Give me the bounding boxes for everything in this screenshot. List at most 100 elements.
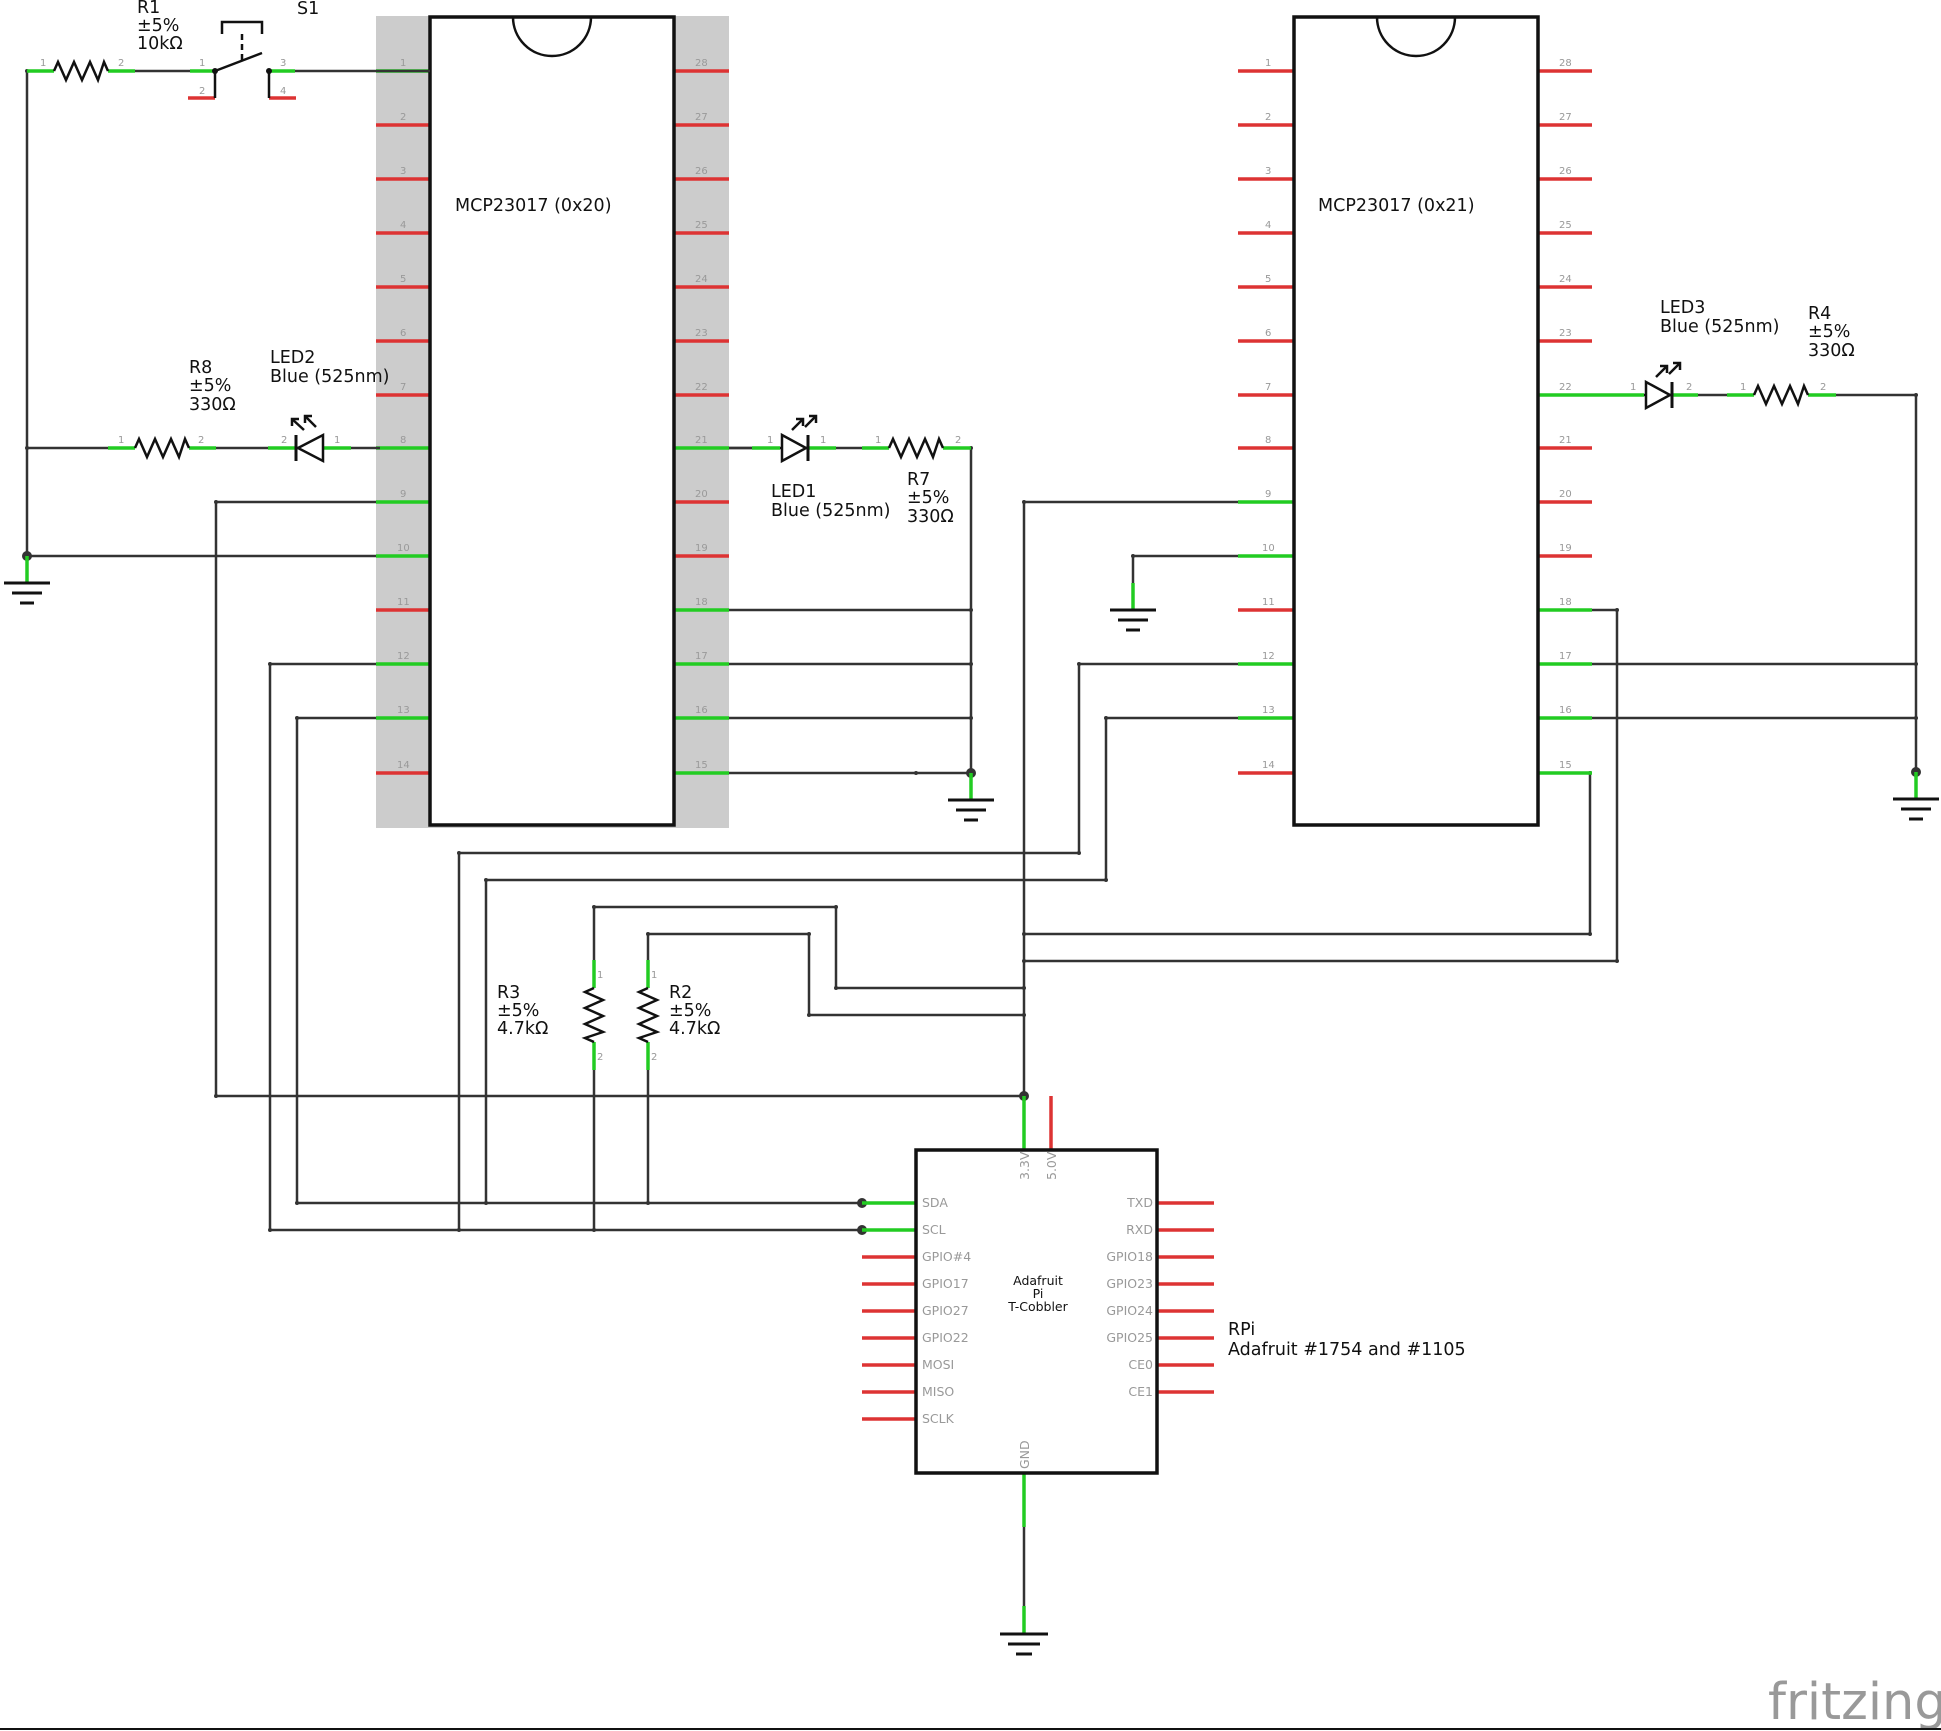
r3-name: R3 [497,983,520,1003]
svg-text:14: 14 [397,760,410,771]
r4-value: 330Ω [1808,341,1855,361]
r7-tolerance: ±5% [907,488,949,508]
led2[interactable]: 2 1 LED2 Blue (525nm) [268,348,389,464]
r2-value: 4.7kΩ [669,1019,720,1039]
svg-text:SCLK: SCLK [922,1411,955,1426]
r8-name: R8 [189,358,212,378]
svg-text:GPIO24: GPIO24 [1106,1303,1153,1318]
led1-name: LED1 [771,482,816,502]
svg-text:24: 24 [1559,274,1572,285]
svg-text:11: 11 [1262,597,1275,608]
svg-text:28: 28 [1559,58,1572,69]
svg-text:6: 6 [400,328,406,339]
svg-text:4: 4 [400,220,406,231]
svg-text:2: 2 [1820,382,1826,393]
ground-icon-left [4,556,50,605]
svg-text:3: 3 [1265,166,1271,177]
svg-text:2: 2 [597,1052,603,1063]
svg-text:21: 21 [1559,435,1572,446]
svg-text:1: 1 [199,58,205,69]
svg-text:GPIO22: GPIO22 [922,1330,969,1345]
svg-text:1: 1 [820,435,826,446]
resistor-r2[interactable]: 1 2 R2 ±5% 4.7kΩ [635,960,720,1070]
svg-text:3: 3 [400,166,406,177]
resistor-r4-zigzag-icon [1752,382,1810,408]
svg-text:9: 9 [1265,489,1271,500]
svg-text:7: 7 [1265,382,1271,393]
svg-text:26: 26 [1559,166,1572,177]
resistor-r3-zigzag-icon [581,986,607,1044]
cobbler-pin-label-gnd: GND [1017,1440,1032,1469]
led1-color: Blue (525nm) [771,501,890,521]
svg-text:21: 21 [695,435,708,446]
rpi-part-numbers: Adafruit #1754 and #1105 [1228,1340,1466,1360]
r4-name: R4 [1808,304,1831,324]
svg-text:1: 1 [1630,382,1636,393]
resistor-r3[interactable]: 1 2 R3 ±5% 4.7kΩ [497,960,607,1070]
switch-lever-icon [214,51,263,73]
led1[interactable]: 1 1 LED1 Blue (525nm) [729,414,890,521]
svg-text:20: 20 [1559,489,1572,500]
r4-tolerance: ±5% [1808,322,1850,342]
svg-text:9: 9 [400,489,406,500]
svg-text:4: 4 [280,86,286,97]
cobbler-body [914,1148,1159,1475]
svg-text:CE1: CE1 [1128,1384,1153,1399]
svg-text:20: 20 [695,489,708,500]
svg-text:SDA: SDA [922,1195,948,1210]
svg-text:CE0: CE0 [1128,1357,1153,1372]
r1-name: R1 [137,0,160,18]
cobbler-title-line-3: T-Cobbler [1007,1299,1068,1314]
resistor-r1[interactable]: 1 2 R1 ±5% 10kΩ [27,0,183,84]
svg-text:1: 1 [875,435,881,446]
svg-text:2: 2 [198,435,204,446]
svg-text:16: 16 [695,705,708,716]
led3-color: Blue (525nm) [1660,317,1779,337]
chip1-left-pin-numbers: 1 2 3 4 5 6 7 8 9 10 11 12 13 14 [397,58,410,771]
svg-text:17: 17 [1559,651,1572,662]
svg-text:15: 15 [1559,760,1572,771]
svg-text:10: 10 [1262,543,1275,554]
r8-tolerance: ±5% [189,376,231,396]
svg-text:27: 27 [695,112,708,123]
pi-t-cobbler[interactable]: 3.3V 5.0V GND SDA SCL GPIO#4 GPIO17 GPIO… [862,1096,1466,1527]
svg-text:18: 18 [695,597,708,608]
svg-text:MOSI: MOSI [922,1357,954,1372]
svg-text:17: 17 [695,651,708,662]
fritzing-watermark: fritzing [1768,1673,1941,1731]
svg-text:19: 19 [695,543,708,554]
svg-text:7: 7 [400,382,406,393]
svg-text:2: 2 [1265,112,1271,123]
svg-text:2: 2 [1686,382,1692,393]
svg-text:1: 1 [400,58,406,69]
svg-text:13: 13 [1262,705,1275,716]
s1-name: S1 [297,0,319,19]
svg-text:11: 11 [397,597,410,608]
svg-text:GPIO27: GPIO27 [922,1303,969,1318]
svg-text:1: 1 [767,435,773,446]
chip1-left-pins [376,69,430,775]
rpi-name: RPi [1228,1320,1255,1340]
resistor-r7[interactable]: 1 2 R7 ±5% 330Ω [836,435,971,527]
svg-text:2: 2 [199,86,205,97]
cobbler-title-line-1: Adafruit [1013,1273,1063,1288]
resistor-r1-zigzag-icon [52,58,110,84]
cobbler-title-line-2: Pi [1033,1286,1044,1301]
svg-text:SCL: SCL [922,1222,946,1237]
resistor-r8[interactable]: 1 2 R8 ±5% 330Ω [108,358,236,461]
led3[interactable]: 1 2 LED3 Blue (525nm) [1592,298,1779,411]
cobbler-left-pin-labels: SDA SCL GPIO#4 GPIO17 GPIO27 GPIO22 MOSI… [922,1195,971,1426]
switch-s1[interactable]: 1 2 3 4 S1 [188,0,430,100]
mcp23017-chip-2[interactable]: MCP23017 (0x21) 1 2 3 4 5 6 7 8 9 10 11 … [1238,15,1592,827]
svg-text:2: 2 [281,435,287,446]
r2-name: R2 [669,983,692,1003]
led2-name: LED2 [270,348,315,368]
chip1-body [428,15,676,827]
svg-text:1: 1 [1740,382,1746,393]
resistor-r4[interactable]: 1 2 R4 ±5% 330Ω [1727,304,1855,408]
svg-text:12: 12 [397,651,410,662]
r8-value: 330Ω [189,395,236,415]
mcp23017-chip-1[interactable]: MCP23017 (0x20) 1 2 3 4 5 6 7 8 9 10 11 … [376,15,729,827]
chip2-right-pins [1538,69,1592,775]
r3-tolerance: ±5% [497,1001,539,1021]
